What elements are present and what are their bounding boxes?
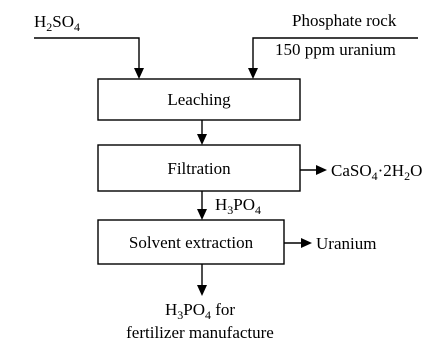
product-label: H3PO4 for: [165, 300, 235, 322]
filtration-box: [97, 144, 301, 192]
solvent-extraction-box: [97, 219, 285, 265]
acid-feed-arrowhead: [134, 68, 144, 79]
uranium-content-label: 150 ppm uranium: [275, 40, 396, 59]
leaching-to-filtration-arrowhead: [197, 134, 207, 145]
filtration-to-extraction-arrowhead: [197, 209, 207, 220]
filtration-label: Filtration: [167, 159, 231, 178]
gypsum-label: CaSO4·2H2O: [331, 161, 422, 183]
product-use-label: fertilizer manufacture: [126, 323, 274, 342]
acid-feed-line: [34, 37, 140, 70]
uranium-label: Uranium: [316, 234, 376, 253]
phosphoric-acid-intermediate-label: H3PO4: [215, 195, 261, 217]
gypsum-outlet-arrowhead: [316, 165, 327, 175]
solvent-extraction-label: Solvent extraction: [129, 233, 254, 252]
phosphate-rock-label: Phosphate rock: [292, 11, 397, 30]
leaching-label: Leaching: [167, 90, 231, 109]
rock-feed-arrowhead: [248, 68, 258, 79]
leaching-box: [97, 78, 301, 121]
extraction-to-product-arrowhead: [197, 285, 207, 296]
uranium-outlet-arrowhead: [301, 238, 312, 248]
rock-feed-line: [252, 37, 418, 70]
sulfuric-acid-label: H2SO4: [34, 12, 80, 34]
